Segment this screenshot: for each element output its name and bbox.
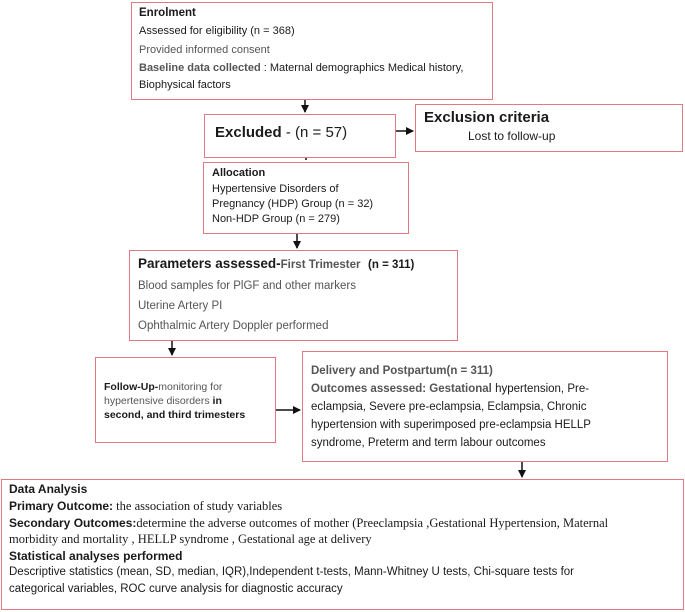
delivery-line2: eclampsia, Severe pre-eclampsia, Eclamps… xyxy=(311,401,587,413)
enrolment-box xyxy=(131,2,493,100)
parameters-blood: Blood samples for PlGF and other markers xyxy=(138,280,356,292)
data-analysis-box xyxy=(1,479,684,610)
analysis-primary: Primary Outcome: the association of stud… xyxy=(9,499,282,514)
followup-line2: hypertensive disorders in xyxy=(104,395,222,408)
analysis-secondary-1: Secondary Outcomes:determine the adverse… xyxy=(9,516,608,531)
allocation-nonhdp: Non-HDP Group (n = 279) xyxy=(212,213,340,225)
primary-label: Primary Outcome: xyxy=(9,499,114,513)
excluded-title: Excluded xyxy=(215,124,282,141)
delivery-line1: Outcomes assessed: Gestational hypertens… xyxy=(311,383,589,397)
delivery-box xyxy=(302,351,668,462)
followup-title: Follow-Up- xyxy=(104,381,159,393)
followup-box xyxy=(95,357,276,443)
secondary-text-1: determine the adverse outcomes of mother… xyxy=(136,516,609,530)
followup-line1: Follow-Up-monitoring for xyxy=(104,381,222,394)
delivery-title: Delivery and Postpartum(n = 311) xyxy=(311,365,493,377)
enrolment-consent: Provided informed consent xyxy=(139,44,270,56)
analysis-stats-1: Descriptive statistics (mean, SD, median… xyxy=(9,566,574,578)
allocation-title: Allocation xyxy=(212,167,266,179)
delivery-line3: hypertension with superimposed pre-eclam… xyxy=(311,419,591,431)
analysis-title: Data Analysis xyxy=(9,482,88,496)
delivery-outcomes-label: Outcomes assessed: Gestational xyxy=(311,383,492,395)
exclusion-title: Exclusion criteria xyxy=(424,109,550,126)
parameters-dash: - xyxy=(276,256,281,271)
parameters-uterine: Uterine Artery PI xyxy=(138,300,223,312)
baseline-label: Baseline data collected xyxy=(139,62,261,74)
enrolment-title: Enrolment xyxy=(139,7,196,19)
enrolment-biophysical: Biophysical factors xyxy=(139,79,231,91)
delivery-outcomes-text: hypertension, Pre- xyxy=(491,383,590,395)
allocation-box xyxy=(203,162,409,234)
parameters-title: Parameters assessed xyxy=(138,256,277,271)
followup-disorders: hypertensive disorders xyxy=(104,395,210,407)
analysis-stats-title: Statistical analyses performed xyxy=(9,549,183,563)
excluded-count: - (n = 57) xyxy=(281,124,348,141)
enrolment-baseline: Baseline data collected : Maternal demog… xyxy=(139,62,463,75)
excluded-label: Excluded - (n = 57) xyxy=(215,124,347,142)
baseline-text: : Maternal demographics Medical history, xyxy=(260,62,464,74)
delivery-line4: syndrome, Preterm and term labour outcom… xyxy=(311,437,546,449)
followup-in: in xyxy=(209,395,222,407)
exclusion-reason: Lost to follow-up xyxy=(468,129,556,143)
allocation-hdp-line2: Pregnancy (HDP) Group (n = 32) xyxy=(212,198,374,210)
analysis-stats-2: categorical variables, ROC curve analysi… xyxy=(9,583,343,595)
analysis-secondary-2: morbidity and mortality , HELLP syndrome… xyxy=(9,532,372,546)
parameters-heading: Parameters assessed-First Trimester (n =… xyxy=(138,256,414,273)
parameters-trimester: First Trimester xyxy=(280,259,361,271)
enrolment-eligibility: Assessed for eligibility (n = 368) xyxy=(139,25,295,37)
primary-text: the association of study variables xyxy=(113,499,283,513)
parameters-ophthalmic: Ophthalmic Artery Doppler performed xyxy=(138,320,329,332)
parameters-count: (n = 311) xyxy=(368,259,415,271)
allocation-hdp-line1: Hypertensive Disorders of xyxy=(212,183,339,195)
secondary-label: Secondary Outcomes: xyxy=(9,516,137,530)
followup-trimesters: second, and third trimesters xyxy=(104,409,246,421)
exclusion-criteria-box xyxy=(415,104,683,152)
parameters-box xyxy=(129,250,458,341)
followup-desc: monitoring for xyxy=(158,381,223,393)
excluded-box xyxy=(204,114,396,158)
